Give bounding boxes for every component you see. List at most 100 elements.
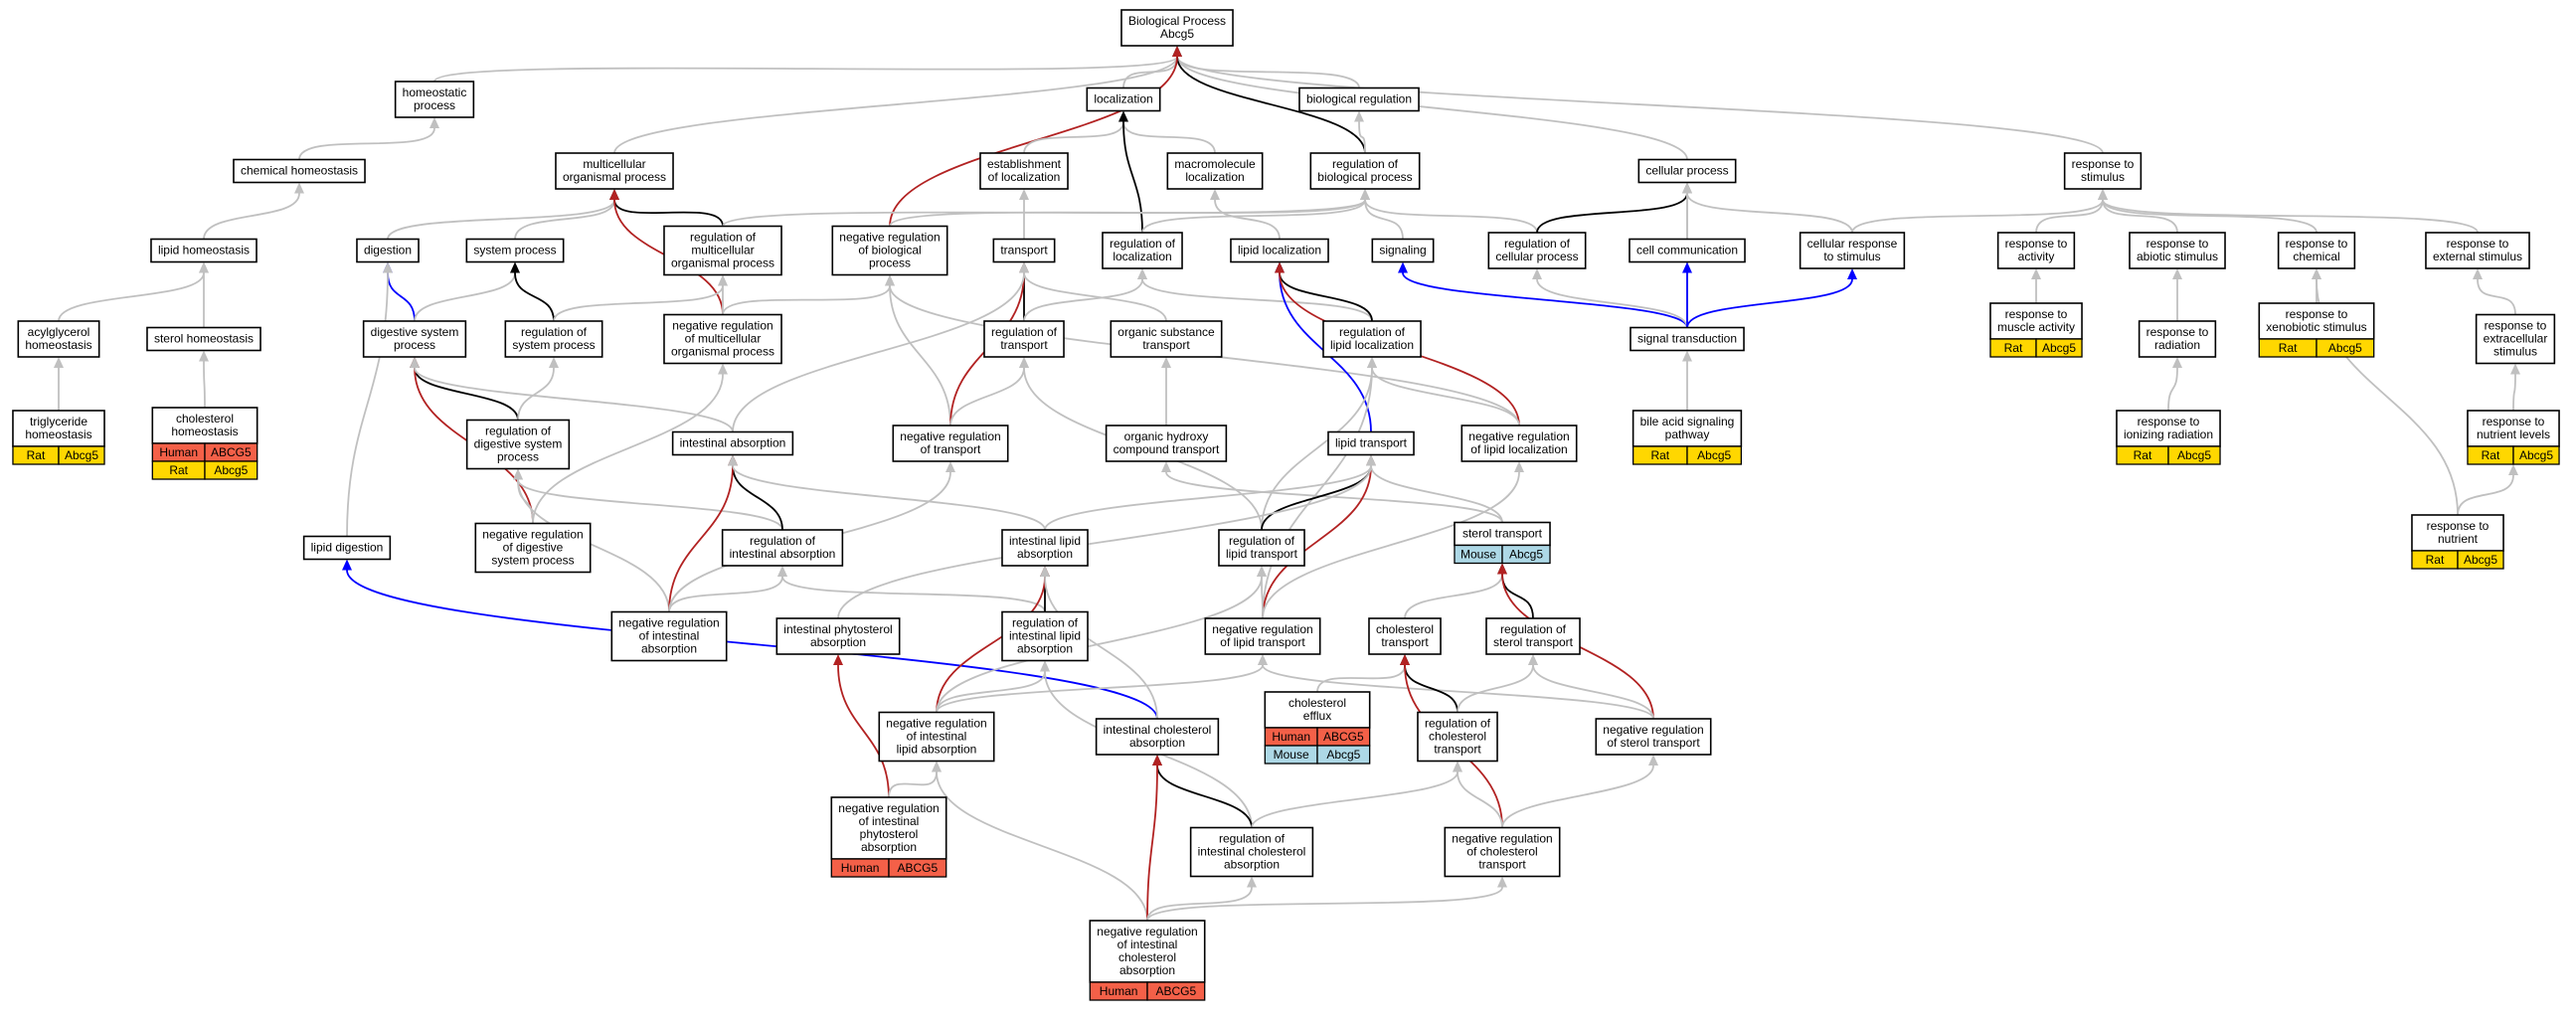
- edge-negregdigsys-to-negregmulti: [532, 363, 728, 524]
- node-sysproc[interactable]: system process: [465, 238, 565, 263]
- node-box: [474, 522, 592, 574]
- node-label-line: lipid localization: [1330, 338, 1414, 352]
- node-box: [1110, 320, 1223, 358]
- node-cellproc[interactable]: cellular process: [1637, 158, 1737, 184]
- edge-negreglipidtransport-to-reglipidtransport: [1257, 566, 1267, 619]
- edge-negregtransport-to-regtransport: [949, 357, 1029, 426]
- node-lipidloc[interactable]: lipid localization: [1230, 238, 1329, 263]
- node-box: [1001, 610, 1089, 662]
- edge-reglipidtransport-to-lipidtransport: [1261, 454, 1376, 531]
- node-localization[interactable]: localization: [1086, 86, 1161, 112]
- node-label-line: negative regulation: [1468, 429, 1569, 443]
- node-cellcomm[interactable]: cell communication: [1629, 238, 1746, 263]
- node-signaling[interactable]: signaling: [1371, 238, 1435, 263]
- node-bioreg[interactable]: biological regulation: [1298, 86, 1420, 112]
- gene-symbol-label: ABCG5: [898, 861, 939, 875]
- node-label-line: response to: [2005, 307, 2068, 321]
- node-label-line: system process: [491, 554, 574, 568]
- node-label-line: response to: [2005, 237, 2068, 251]
- node-sterolhomeo[interactable]: sterol homeostasis: [146, 326, 261, 352]
- edge-intabs-to-transport: [732, 261, 1029, 432]
- node-box: [1298, 86, 1420, 112]
- node-intabs[interactable]: intestinal absorption: [671, 430, 794, 456]
- node-lipidtransport[interactable]: lipid transport: [1327, 430, 1415, 456]
- node-label-line: transport: [1434, 743, 1481, 757]
- node-label-line: response to: [2147, 237, 2209, 251]
- edges-layer: [54, 46, 2520, 922]
- node-box: [504, 320, 603, 358]
- node-lipiddigestion[interactable]: lipid digestion: [302, 535, 392, 561]
- node-digestion[interactable]: digestion: [356, 238, 420, 263]
- node-label-line: xenobiotic stimulus: [2266, 320, 2366, 334]
- edge-respext-to-respstim: [2098, 189, 2479, 234]
- node-label-line: digestive system: [474, 437, 563, 451]
- node-label-line: regulation of: [1012, 616, 1079, 630]
- node-transport[interactable]: transport: [992, 238, 1056, 263]
- node-lipidhomeo[interactable]: lipid homeostasis: [150, 238, 258, 263]
- node-sigtrans[interactable]: signal transduction: [1630, 326, 1745, 352]
- edge-respmuscle-to-respstim: [2035, 189, 2108, 234]
- node-chemhomeo[interactable]: chemical homeostasis: [233, 158, 366, 184]
- edge-cholhomeo-to-sterolhomeo: [199, 350, 209, 409]
- edge-negreglipidtransport-to-reglipidloc: [1262, 357, 1377, 619]
